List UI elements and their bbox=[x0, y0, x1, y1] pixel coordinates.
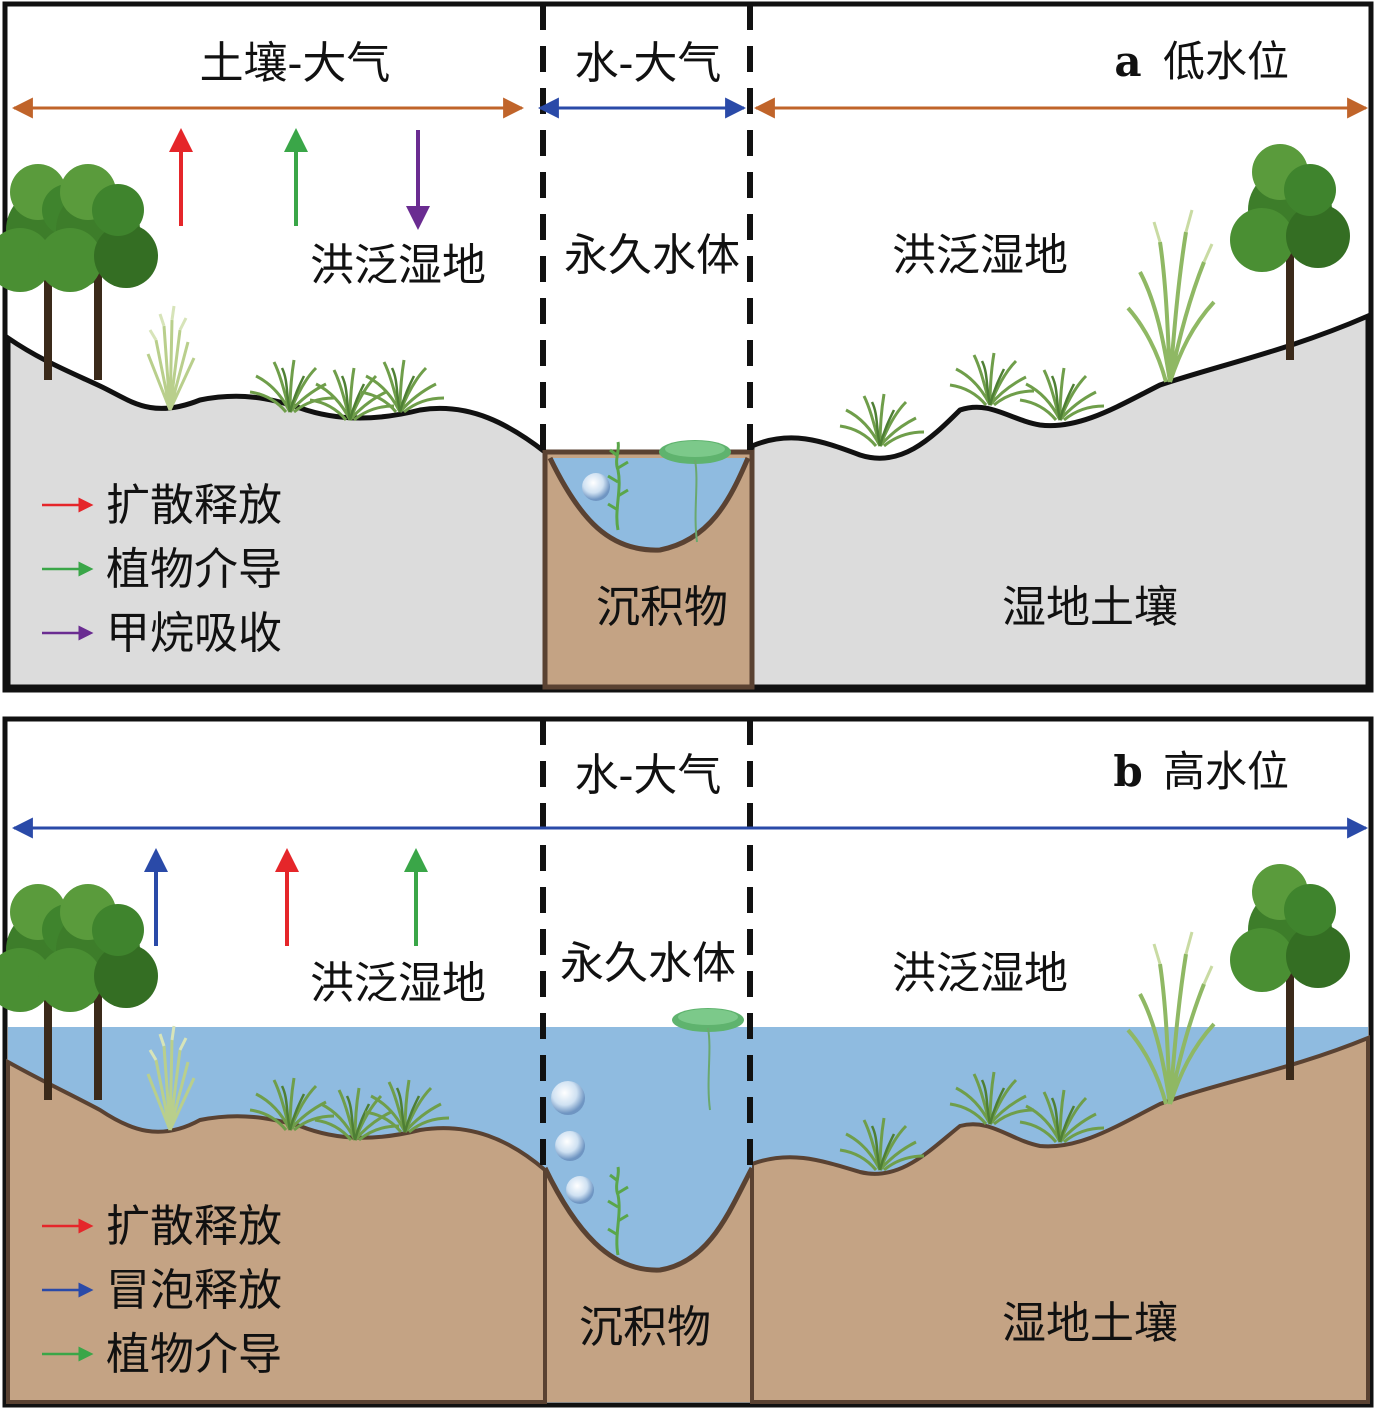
panel-a-right-soil bbox=[749, 312, 1371, 690]
bubble-icon bbox=[582, 473, 610, 501]
area-label-floodplain-left: 洪泛湿地 bbox=[310, 958, 486, 1009]
area-label-floodplain-right: 洪泛湿地 bbox=[892, 948, 1068, 999]
panel-title: 低水位 bbox=[1163, 37, 1289, 86]
legend-item: 植物介导 bbox=[106, 544, 282, 595]
soil-label: 湿地土壤 bbox=[1002, 1298, 1178, 1349]
legend-item: 扩散释放 bbox=[106, 1201, 282, 1252]
bubble-icon bbox=[566, 1176, 594, 1204]
soil-label: 湿地土壤 bbox=[1002, 582, 1178, 633]
zone-label-water-air: 水-大气 bbox=[575, 750, 722, 801]
panel-title: 高水位 bbox=[1163, 747, 1289, 796]
panel-b-right-soil bbox=[750, 1035, 1370, 1404]
legend-item: 扩散释放 bbox=[106, 480, 282, 531]
sediment-label: 沉积物 bbox=[579, 1302, 711, 1353]
area-label-permanent-water: 永久水体 bbox=[564, 230, 740, 281]
legend-item: 冒泡释放 bbox=[106, 1265, 282, 1316]
sediment-label: 沉积物 bbox=[596, 582, 728, 633]
legend: 扩散释放 冒泡释放 植物介导 bbox=[42, 1201, 282, 1380]
area-label-permanent-water: 永久水体 bbox=[560, 938, 736, 989]
legend-item: 甲烷吸收 bbox=[106, 608, 282, 659]
zone-label-water-air: 水-大气 bbox=[575, 38, 722, 89]
bubble-icon bbox=[555, 1131, 585, 1161]
area-label-floodplain-right: 洪泛湿地 bbox=[892, 230, 1068, 281]
panel-letter: b bbox=[1113, 747, 1142, 796]
area-label-floodplain-left: 洪泛湿地 bbox=[310, 240, 486, 291]
panel-b: 水-大气 b 高水位 洪泛湿地 永久水体 洪泛湿地 沉积物 湿地土壤 扩散释放 … bbox=[0, 716, 1374, 1408]
panel-b-water-basin bbox=[545, 1027, 752, 1271]
bubble-icon bbox=[551, 1081, 585, 1115]
panel-a: 土壤-大气 水-大气 a 低水位 洪泛湿地 永久水体 洪泛湿地 沉积物 湿地土壤… bbox=[0, 1, 1374, 693]
panel-letter: a bbox=[1114, 37, 1141, 86]
legend-item: 植物介导 bbox=[106, 1329, 282, 1380]
zone-label-soil-air: 土壤-大气 bbox=[200, 38, 391, 89]
legend: 扩散释放 植物介导 甲烷吸收 bbox=[42, 480, 282, 659]
